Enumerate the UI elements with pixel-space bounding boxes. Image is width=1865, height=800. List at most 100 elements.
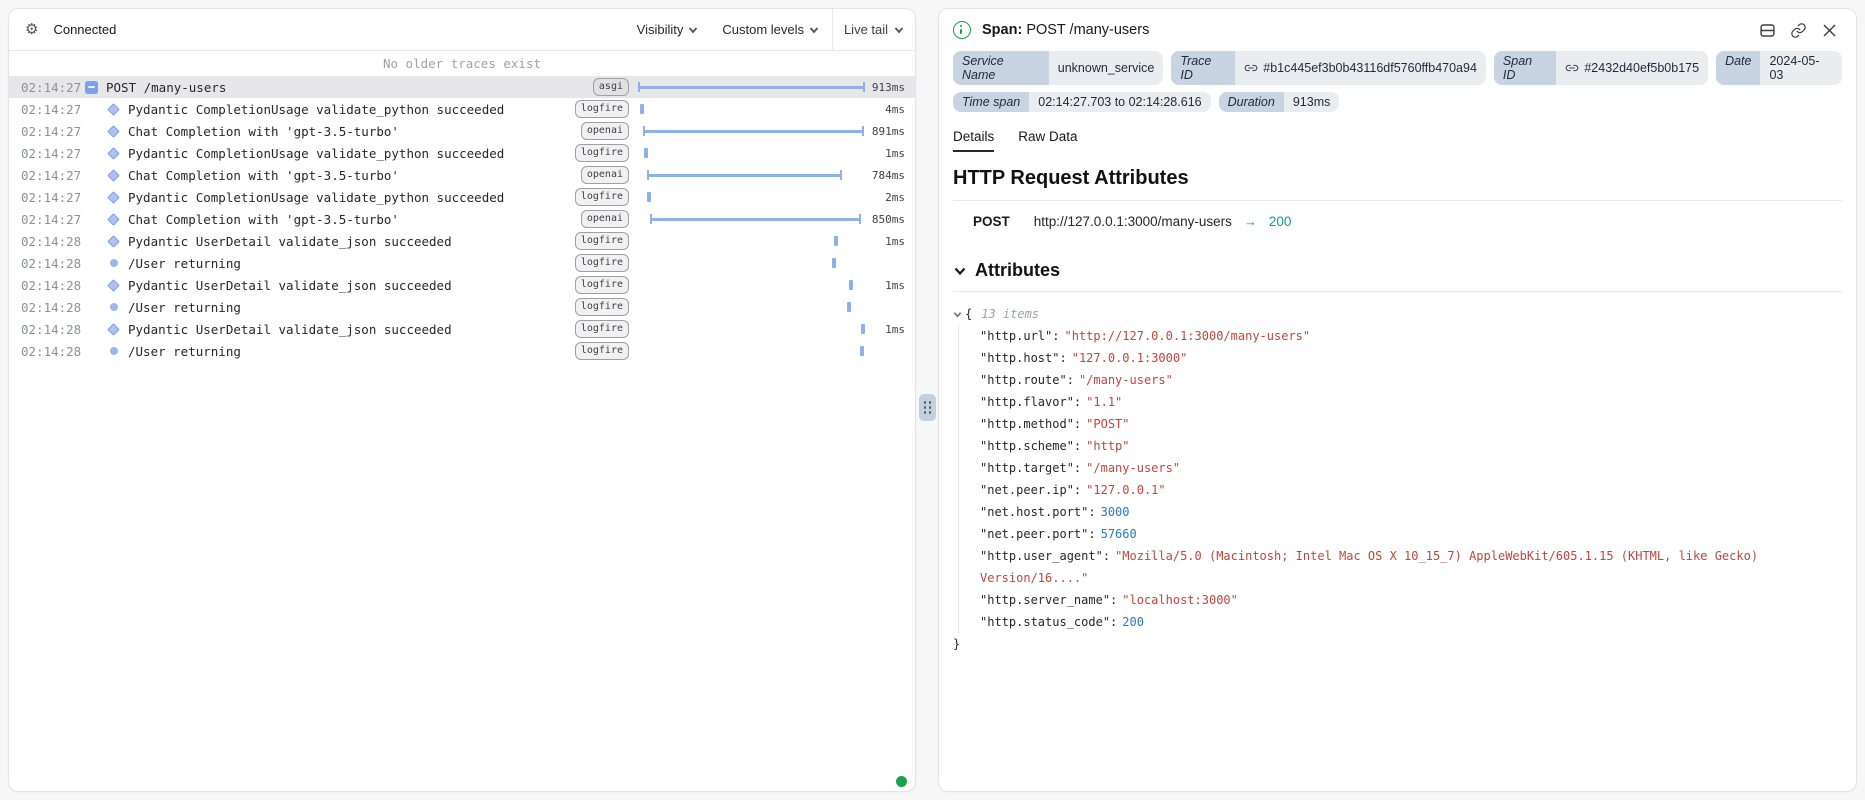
trace-label-text: Pydantic CompletionUsage validate_python… [128,189,505,205]
json-value: "http" [1086,439,1130,453]
json-entry: "http.method":"POST" [980,413,1842,435]
json-entry: "http.target":"/many-users" [980,457,1842,479]
trace-tag-cell: logfire [574,254,629,272]
chevron-down-icon [953,311,962,318]
trace-label: Pydantic CompletionUsage validate_python… [83,190,575,205]
trace-label: /User returning [83,256,575,271]
trace-tag-cell: logfire [574,188,629,206]
info-icon [953,21,971,39]
trace-timestamp: 02:14:28 [21,277,82,293]
request-url: http://127.0.0.1:3000/many-users [1033,214,1232,229]
json-value: "/many-users" [1078,373,1173,387]
scope-tag: openai [580,122,629,140]
close-icon[interactable] [1821,22,1838,39]
tab-details[interactable]: Details [953,129,995,152]
trace-timestamp: 02:14:27 [21,123,82,139]
trace-label: Pydantic UserDetail validate_json succee… [83,322,575,337]
badge-value: 913ms [1283,92,1340,112]
trace-duration: 1ms [885,322,905,336]
span-diamond-icon [107,146,120,160]
json-entry: "http.url": "http://127.0.0.1:3000/many-u… [980,325,1842,347]
span-diamond-icon [107,234,120,248]
link-icon[interactable] [1565,61,1579,75]
json-key: "http.target" [980,461,1074,475]
json-items-count: 13 items [981,307,1040,321]
divider [953,200,1842,201]
settings-gear-icon[interactable]: ⚙ [25,21,39,38]
trace-tag-cell: logfire [574,100,629,118]
span-diamond-icon [107,322,120,336]
live-view-toolbar: ⚙ Connected Visibility Custom levels Liv… [9,9,915,51]
tab-raw-data[interactable]: Raw Data [1018,129,1078,144]
scope-tag: logfire [574,342,629,360]
link-icon[interactable] [1244,61,1258,75]
json-value: "POST" [1086,417,1130,431]
trace-tag-cell: logfire [574,232,629,250]
visibility-dropdown[interactable]: Visibility [637,22,699,37]
arrow-right-icon: → [1243,214,1257,229]
json-value: "http://127.0.0.1:3000/many-users" [1064,329,1311,343]
live-tail-label: Live tail [843,22,889,37]
json-value: 200 [1122,615,1144,629]
timeline-bar [646,170,842,180]
badge-label: Time span [953,92,1030,112]
timeline-track [638,76,865,98]
copy-link-icon[interactable] [1790,22,1807,39]
panel-resize-handle[interactable] [919,394,936,421]
dock-panel-icon[interactable] [1759,22,1776,39]
span-name: POST /many-users [1026,22,1150,38]
json-value: 57660 [1100,527,1137,541]
json-entries: "http.url": "http://127.0.0.1:3000/many-u… [958,325,1842,633]
json-entry: "http.server_name":"localhost:3000" [980,589,1842,611]
attributes-section-header[interactable]: Attributes [953,260,1842,281]
badge-value: #b1c445ef3b0b43116df5760ffb470a94 [1235,51,1486,85]
json-value: "/many-users" [1086,461,1181,475]
log-circle-icon [109,259,118,267]
json-key: "http.url" [980,329,1053,343]
trace-duration: 784ms [871,168,905,182]
json-colon: : [1052,329,1060,343]
trace-tag-cell: logfire [574,320,629,338]
badge-value-text: #b1c445ef3b0b43116df5760ffb470a94 [1263,61,1477,75]
json-value: "127.0.0.1:3000" [1071,351,1188,365]
trace-label-text: Chat Completion with 'gpt-3.5-turbo' [128,123,399,139]
trace-timestamp: 02:14:27 [21,145,82,161]
timeline-bar [847,302,852,312]
json-entry: "http.host":"127.0.0.1:3000" [980,347,1842,369]
json-key: "net.host.port" [980,505,1089,519]
json-colon: : [1073,417,1082,431]
badge-label: Date [1716,51,1761,85]
http-request-summary: POST http://127.0.0.1:3000/many-users → … [953,214,1842,229]
trace-timestamp: 02:14:28 [21,233,82,249]
scope-tag: openai [580,166,629,184]
json-root-line[interactable]: { 13 items [953,303,1842,325]
trace-label: Chat Completion with 'gpt-3.5-turbo' [83,212,581,227]
trace-timestamp: 02:14:27 [21,167,82,183]
scope-tag: logfire [574,144,629,162]
collapse-toggle-icon[interactable] [85,80,98,94]
trace-duration: 913ms [871,80,905,94]
trace-timestamp: 02:14:28 [21,255,82,271]
request-status-code: 200 [1268,214,1292,229]
live-tail-button[interactable]: Live tail [832,9,915,50]
json-value: 3000 [1100,505,1130,519]
custom-levels-dropdown[interactable]: Custom levels [722,22,819,37]
trace-row[interactable]: 02:14:27 Chat Completion with 'gpt-3.5-tu… [9,120,915,142]
span-title: Span: POST /many-users [982,22,1149,38]
span-diamond-icon [107,278,120,292]
